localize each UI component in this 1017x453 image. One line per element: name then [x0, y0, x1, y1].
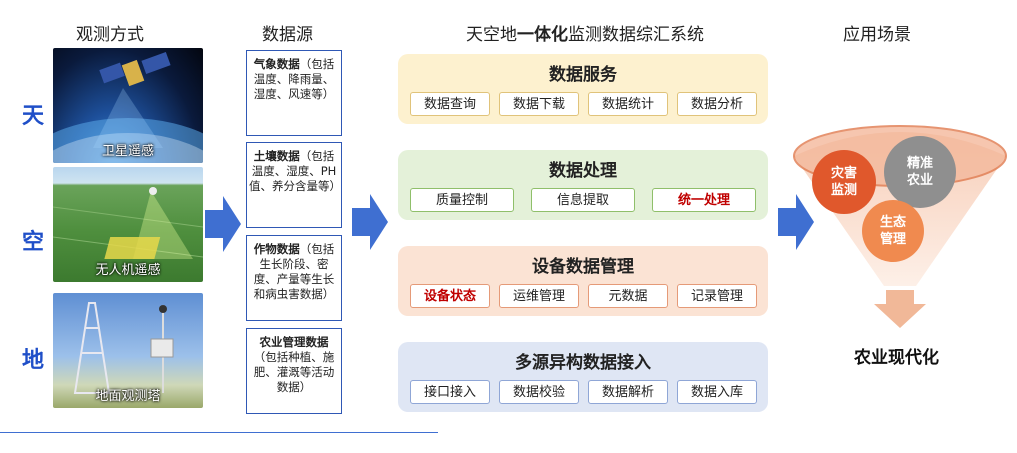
chip-unified-processing: 统一处理: [652, 188, 756, 212]
chip-quality-control: 质量控制: [410, 188, 514, 212]
satellite-image: 卫星遥感: [53, 48, 203, 163]
layer-ingest-title: 多源异构数据接入: [515, 353, 651, 373]
system-title-bold: 一体化: [517, 25, 568, 45]
source-weather: 气象数据（包括温度、降雨量、湿度、风速等）: [246, 50, 342, 136]
system-title-post: 监测数据综汇系统: [568, 25, 704, 45]
layer-service-title: 数据服务: [549, 65, 617, 85]
arrow-right-2-icon: [352, 194, 388, 250]
chip-device-status: 设备状态: [410, 284, 490, 308]
tower-caption: 地面观测塔: [95, 389, 161, 404]
chip-data-parsing: 数据解析: [588, 380, 668, 404]
sources-column-title: 数据源: [262, 25, 313, 45]
chip-data-statistics: 数据统计: [588, 92, 668, 116]
result-label: 农业现代化: [854, 348, 939, 368]
source-soil-desc: （包括温度、湿度、PH值、养分含量等）: [249, 149, 341, 193]
source-crop-title: 作物数据: [253, 242, 300, 256]
source-weather-desc: （包括温度、降雨量、湿度、风速等）: [253, 57, 335, 101]
drone-image: 无人机遥感: [53, 167, 203, 282]
chip-record-management: 记录管理: [677, 284, 757, 308]
satellite-caption: 卫星遥感: [101, 144, 154, 159]
layer-service: 数据服务 数据查询 数据下载 数据统计 数据分析: [398, 54, 768, 124]
arrow-right-3-icon: [778, 194, 814, 250]
chip-interface-access: 接口接入: [410, 380, 490, 404]
observation-column-title: 观测方式: [76, 25, 144, 45]
chip-data-download: 数据下载: [499, 92, 579, 116]
chip-metadata: 元数据: [588, 284, 668, 308]
applications-column-title: 应用场景: [843, 25, 911, 45]
layer-device: 设备数据管理 设备状态 运维管理 元数据 记录管理: [398, 246, 768, 316]
source-soil: 土壤数据（包括温度、湿度、PH值、养分含量等）: [246, 142, 342, 228]
layer-processing-title: 数据处理: [549, 161, 617, 181]
chip-data-query: 数据查询: [410, 92, 490, 116]
source-soil-title: 土壤数据: [253, 149, 300, 163]
bubble-ecology: 生态管理: [862, 200, 924, 262]
ground-label: 地: [22, 348, 45, 373]
chip-data-storage: 数据入库: [677, 380, 757, 404]
tower-icon: [73, 302, 174, 394]
arrow-right-1-icon: [205, 196, 241, 252]
sky-label: 天: [22, 104, 45, 129]
layer-processing: 数据处理 质量控制 信息提取 统一处理: [398, 150, 768, 220]
chip-operations: 运维管理: [499, 284, 579, 308]
chip-data-analysis: 数据分析: [677, 92, 757, 116]
system-title-pre: 天空地: [466, 25, 517, 45]
layer-ingest: 多源异构数据接入 接口接入 数据校验 数据解析 数据入库: [398, 342, 768, 412]
system-title: 天空地一体化监测数据综汇系统: [466, 20, 704, 45]
bubble-precision: 精准农业: [884, 136, 956, 208]
bubble-disaster: 灾害监测: [812, 150, 876, 214]
drone-icon: [53, 187, 203, 259]
bottom-divider: [0, 432, 438, 433]
layer-device-title: 设备数据管理: [532, 257, 634, 277]
source-weather-title: 气象数据: [253, 57, 300, 71]
source-management: 农业管理数据（包括种植、施肥、灌溉等活动数据）: [246, 328, 342, 414]
chip-info-extraction: 信息提取: [531, 188, 635, 212]
source-crop-desc: （包括生长阶段、密度、产量等生长和病虫害数据）: [253, 242, 335, 301]
source-management-desc: （包括种植、施肥、灌溉等活动数据）: [253, 350, 335, 394]
air-label: 空: [22, 230, 45, 255]
chip-data-validation: 数据校验: [499, 380, 579, 404]
tower-image: 地面观测塔: [53, 293, 203, 408]
satellite-icon: [53, 51, 203, 163]
source-management-title: 农业管理数据: [259, 335, 329, 349]
source-crop: 作物数据（包括生长阶段、密度、产量等生长和病虫害数据）: [246, 235, 342, 321]
drone-caption: 无人机遥感: [95, 263, 161, 278]
